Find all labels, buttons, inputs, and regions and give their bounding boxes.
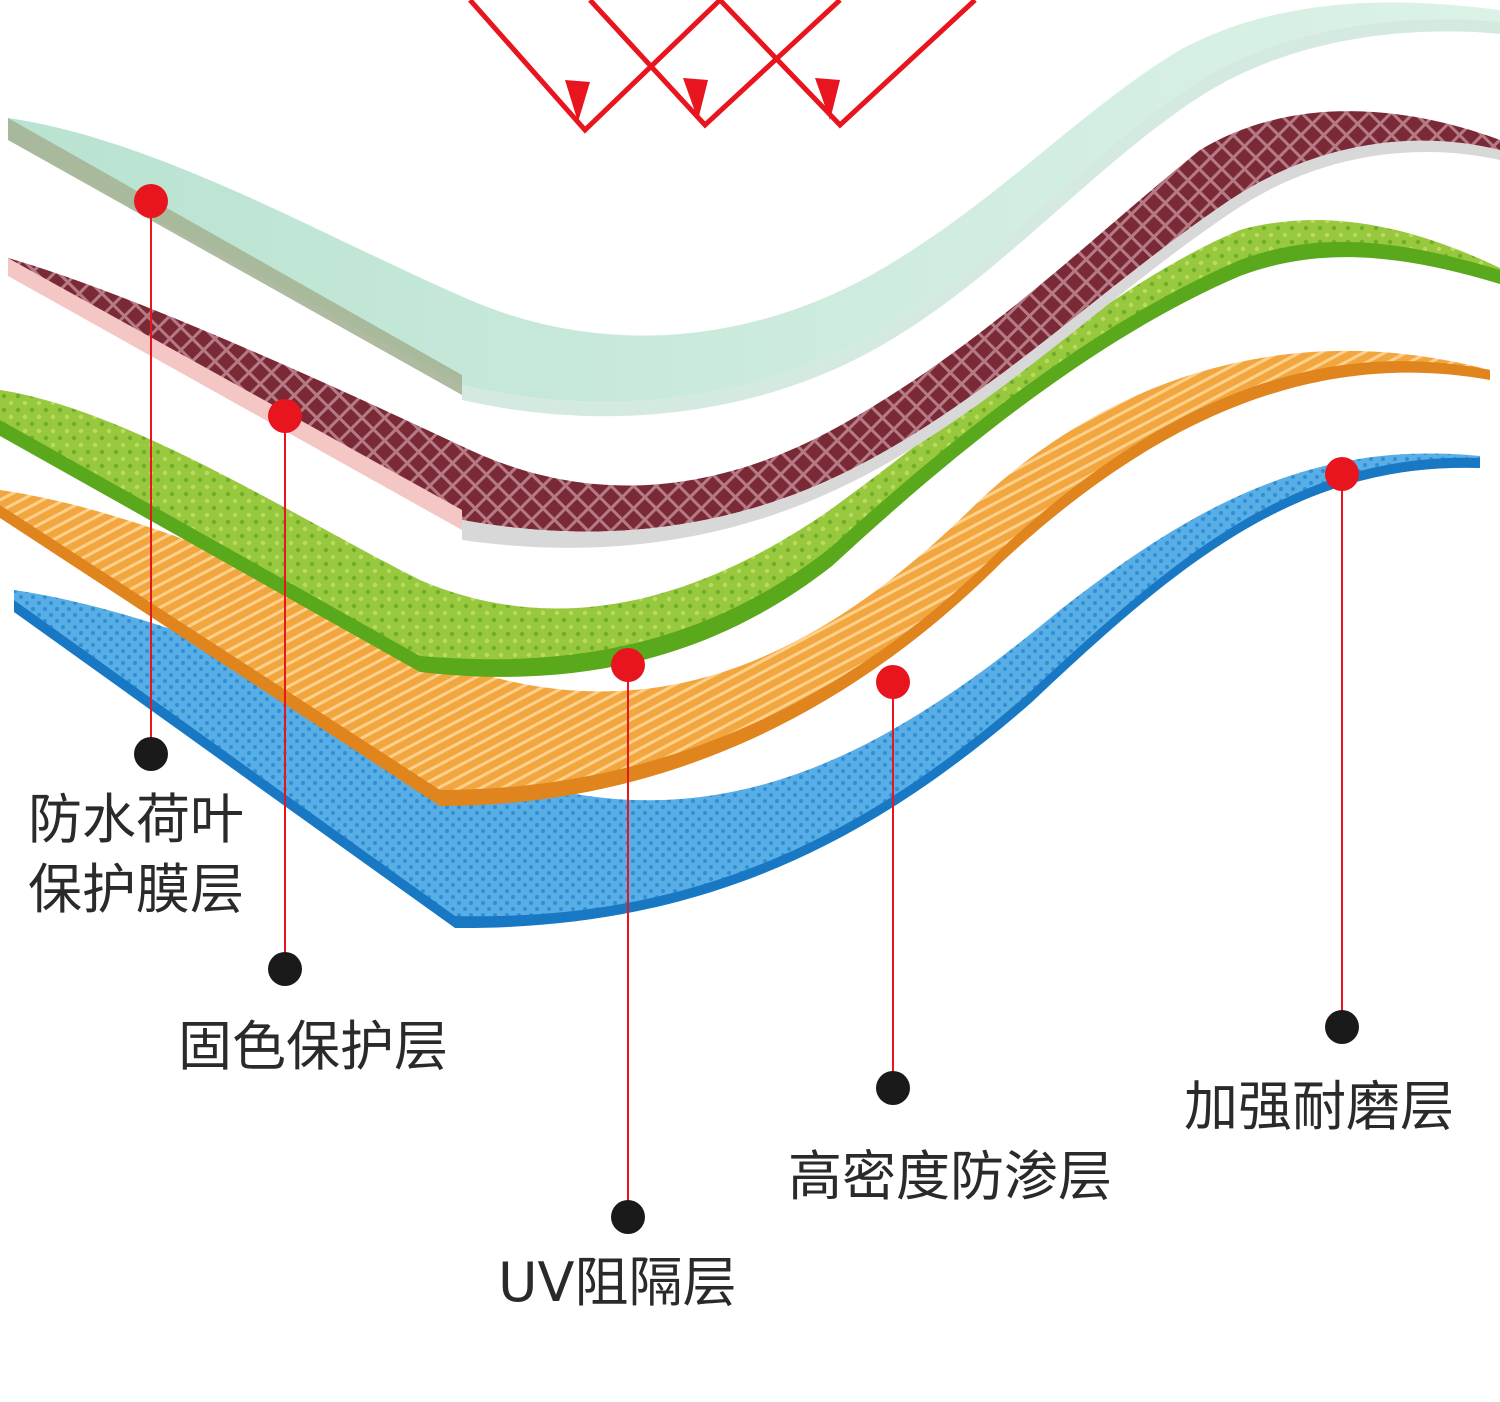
end-dot-color-protect bbox=[268, 952, 302, 986]
label-membrane-line1: 防水荷叶 bbox=[28, 788, 244, 851]
label-uv: UV阻隔层 bbox=[498, 1251, 737, 1314]
end-dot-density bbox=[876, 1071, 910, 1105]
label-membrane: 防水荷叶 保护膜层 bbox=[28, 785, 244, 925]
layer-uv bbox=[0, 219, 1500, 672]
marker-dot-wear bbox=[1325, 457, 1359, 491]
layer-membrane bbox=[8, 2, 1500, 402]
label-wear: 加强耐磨层 bbox=[1184, 1075, 1454, 1138]
marker-dot-uv bbox=[611, 648, 645, 682]
marker-dot-membrane bbox=[134, 184, 168, 218]
end-dot-wear bbox=[1325, 1010, 1359, 1044]
layer-color-protect bbox=[8, 111, 1500, 532]
label-membrane-line2: 保护膜层 bbox=[28, 858, 244, 921]
label-density: 高密度防渗层 bbox=[788, 1145, 1112, 1208]
end-dot-uv bbox=[611, 1200, 645, 1234]
label-color-protect: 固色保护层 bbox=[178, 1015, 448, 1078]
layer-membrane-edge bbox=[8, 118, 462, 395]
pointer-group bbox=[134, 184, 1359, 1234]
layer-wear bbox=[14, 453, 1480, 927]
marker-dot-color-protect bbox=[268, 399, 302, 433]
marker-dot-density bbox=[876, 665, 910, 699]
reflection-arrowheads bbox=[565, 78, 840, 122]
end-dot-membrane bbox=[134, 737, 168, 771]
layer-color-protect-edge-left bbox=[8, 258, 462, 530]
reflection-arrows bbox=[468, 0, 977, 134]
